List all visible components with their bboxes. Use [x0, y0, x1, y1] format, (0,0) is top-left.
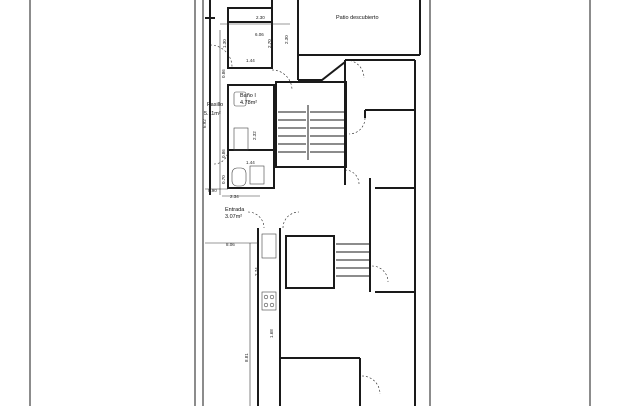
room-label-bano: Baño I	[240, 93, 256, 99]
stair-core	[275, 81, 347, 168]
dim-v-230: 2.30	[284, 35, 289, 44]
dim-area-top: 6.06	[255, 32, 264, 37]
room-area-entrada: 3.07m²	[225, 214, 242, 220]
dim-h-144-mid: 1.44	[246, 160, 255, 165]
room-label-entrada: Entrada	[225, 207, 245, 213]
frame-lines	[29, 0, 591, 406]
walls-top	[205, 0, 421, 195]
dim-v-070: 0.70	[221, 175, 226, 184]
dimension-lines	[205, 23, 290, 406]
walls-lower	[257, 228, 370, 406]
dim-v-270: 2.70	[267, 39, 272, 48]
dim-v-086-mid: 0.86	[221, 149, 226, 158]
room-area-pasillo: 5.11m²	[204, 111, 221, 117]
dim-v-086-top: 0.86	[221, 69, 226, 78]
dim-v-881: 8.81	[244, 353, 249, 362]
walls-right	[344, 59, 416, 406]
room-label-patio: Patio descubierto	[336, 15, 379, 21]
dim-h-806: 8.06	[226, 242, 235, 247]
door-swings	[209, 44, 389, 395]
dim-v-274: 2.74	[254, 267, 259, 276]
dim-top-width: 2.30	[256, 15, 265, 20]
dim-h-144-top: 1.44	[246, 58, 255, 63]
dim-v-130: 1.30	[222, 39, 227, 48]
room-label-pasillo: Pasillo	[207, 102, 223, 108]
dim-h-090: 0.90	[208, 188, 217, 193]
dim-h-234: 2.34	[230, 194, 239, 199]
dim-v-168: 1.68	[269, 329, 274, 338]
dim-v-232: 2.32	[252, 131, 257, 140]
dim-v-692: 6.92	[202, 119, 207, 128]
room-area-bano: 4.78m²	[240, 100, 257, 106]
walls-bath	[227, 84, 275, 189]
